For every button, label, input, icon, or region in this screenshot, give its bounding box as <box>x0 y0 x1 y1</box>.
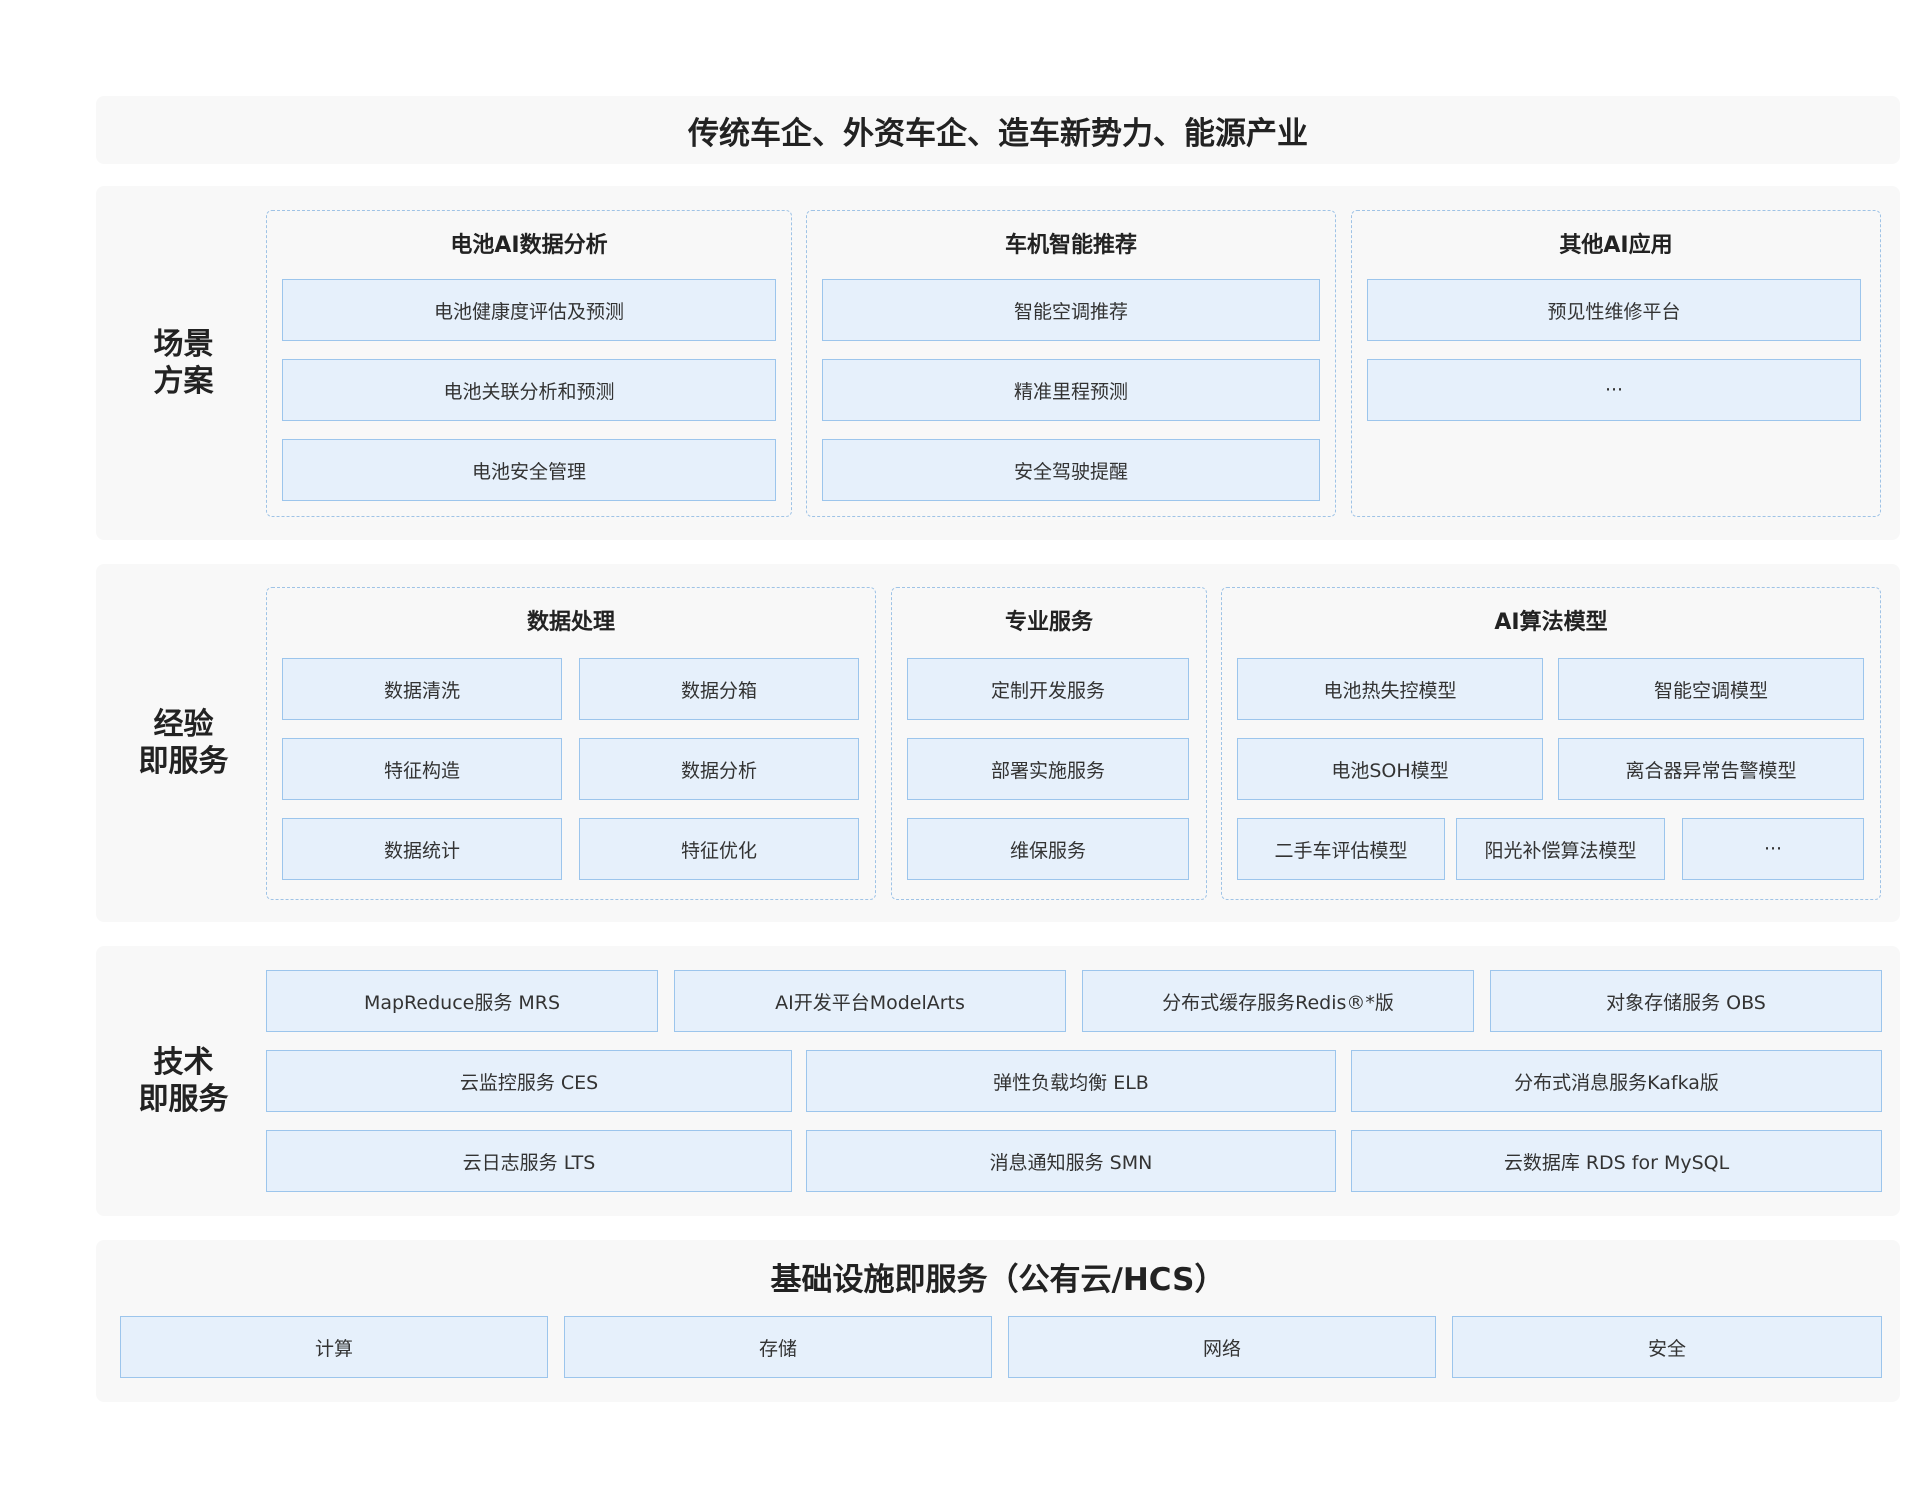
scene-item: 电池安全管理 <box>282 439 776 501</box>
infra-item-compute: 计算 <box>120 1316 548 1378</box>
tech-service-label: 技术 即服务 <box>138 1045 229 1117</box>
tech-item-smn: 消息通知服务 SMN <box>806 1130 1336 1192</box>
experience-service-label: 经验 即服务 <box>138 707 229 779</box>
tech-item-lts: 云日志服务 LTS <box>266 1130 792 1192</box>
tech-service-band: 技术 即服务 MapReduce服务 MRS AI开发平台ModelArts 分… <box>96 946 1900 1216</box>
tech-item-kafka: 分布式消息服务Kafka版 <box>1351 1050 1882 1112</box>
experience-item: 电池SOH模型 <box>1237 738 1543 800</box>
professional-service-group: 专业服务 定制开发服务 部署实施服务 维保服务 <box>891 587 1207 900</box>
other-ai-group: 其他AI应用 预见性维修平台 ··· <box>1351 210 1881 517</box>
data-processing-group: 数据处理 数据清洗 数据分箱 特征构造 数据分析 数据统计 特征优化 <box>266 587 876 900</box>
experience-service-band: 经验 即服务 数据处理 数据清洗 数据分箱 特征构造 数据分析 数据统计 特征优… <box>96 564 1900 922</box>
scene-solutions-label: 场景 方案 <box>153 327 214 399</box>
group-title: 专业服务 <box>1004 610 1093 635</box>
experience-item: 二手车评估模型 <box>1237 818 1445 880</box>
experience-item: 阳光补偿算法模型 <box>1456 818 1665 880</box>
group-title: 其他AI应用 <box>1559 233 1673 258</box>
experience-item: 智能空调模型 <box>1558 658 1864 720</box>
experience-item: 数据统计 <box>282 818 562 880</box>
experience-item: 电池热失控模型 <box>1237 658 1543 720</box>
scene-item: 预见性维修平台 <box>1367 279 1861 341</box>
infra-item-storage: 存储 <box>564 1316 992 1378</box>
car-smart-recommend-group: 车机智能推荐 智能空调推荐 精准里程预测 安全驾驶提醒 <box>806 210 1336 517</box>
battery-ai-group: 电池AI数据分析 电池健康度评估及预测 电池关联分析和预测 电池安全管理 <box>266 210 792 517</box>
group-title: 电池AI数据分析 <box>450 233 608 258</box>
scene-item: ··· <box>1367 359 1861 421</box>
tech-item-ces: 云监控服务 CES <box>266 1050 792 1112</box>
tech-item-modelarts: AI开发平台ModelArts <box>674 970 1066 1032</box>
scene-item: 安全驾驶提醒 <box>822 439 1320 501</box>
experience-item: 数据清洗 <box>282 658 562 720</box>
experience-item: 数据分析 <box>579 738 859 800</box>
scene-item: 精准里程预测 <box>822 359 1320 421</box>
infrastructure-band: 基础设施即服务（公有云/HCS） 计算 存储 网络 安全 <box>96 1240 1900 1402</box>
ai-algorithm-model-group: AI算法模型 电池热失控模型 智能空调模型 电池SOH模型 离合器异常告警模型 … <box>1221 587 1881 900</box>
tech-item-rds: 云数据库 RDS for MySQL <box>1351 1130 1882 1192</box>
scene-item: 智能空调推荐 <box>822 279 1320 341</box>
tech-item-obs: 对象存储服务 OBS <box>1490 970 1882 1032</box>
infrastructure-title: 基础设施即服务（公有云/HCS） <box>770 1262 1226 1298</box>
tech-item-elb: 弹性负载均衡 ELB <box>806 1050 1336 1112</box>
tech-item-redis: 分布式缓存服务Redis®*版 <box>1082 970 1474 1032</box>
experience-item: 离合器异常告警模型 <box>1558 738 1864 800</box>
group-title: 车机智能推荐 <box>1004 233 1137 258</box>
experience-item: 维保服务 <box>907 818 1189 880</box>
experience-item: 定制开发服务 <box>907 658 1189 720</box>
scene-item: 电池健康度评估及预测 <box>282 279 776 341</box>
customer-segments-title: 传统车企、外资车企、造车新势力、能源产业 <box>96 96 1900 164</box>
tech-item-mrs: MapReduce服务 MRS <box>266 970 658 1032</box>
group-title: AI算法模型 <box>1494 610 1608 635</box>
scene-item: 电池关联分析和预测 <box>282 359 776 421</box>
group-title: 数据处理 <box>526 610 615 635</box>
experience-item: 部署实施服务 <box>907 738 1189 800</box>
infra-item-network: 网络 <box>1008 1316 1436 1378</box>
experience-item: ··· <box>1682 818 1864 880</box>
experience-item: 特征优化 <box>579 818 859 880</box>
experience-item: 特征构造 <box>282 738 562 800</box>
infra-item-security: 安全 <box>1452 1316 1882 1378</box>
experience-item: 数据分箱 <box>579 658 859 720</box>
scene-solutions-band: 场景 方案 电池AI数据分析 电池健康度评估及预测 电池关联分析和预测 电池安全… <box>96 186 1900 540</box>
